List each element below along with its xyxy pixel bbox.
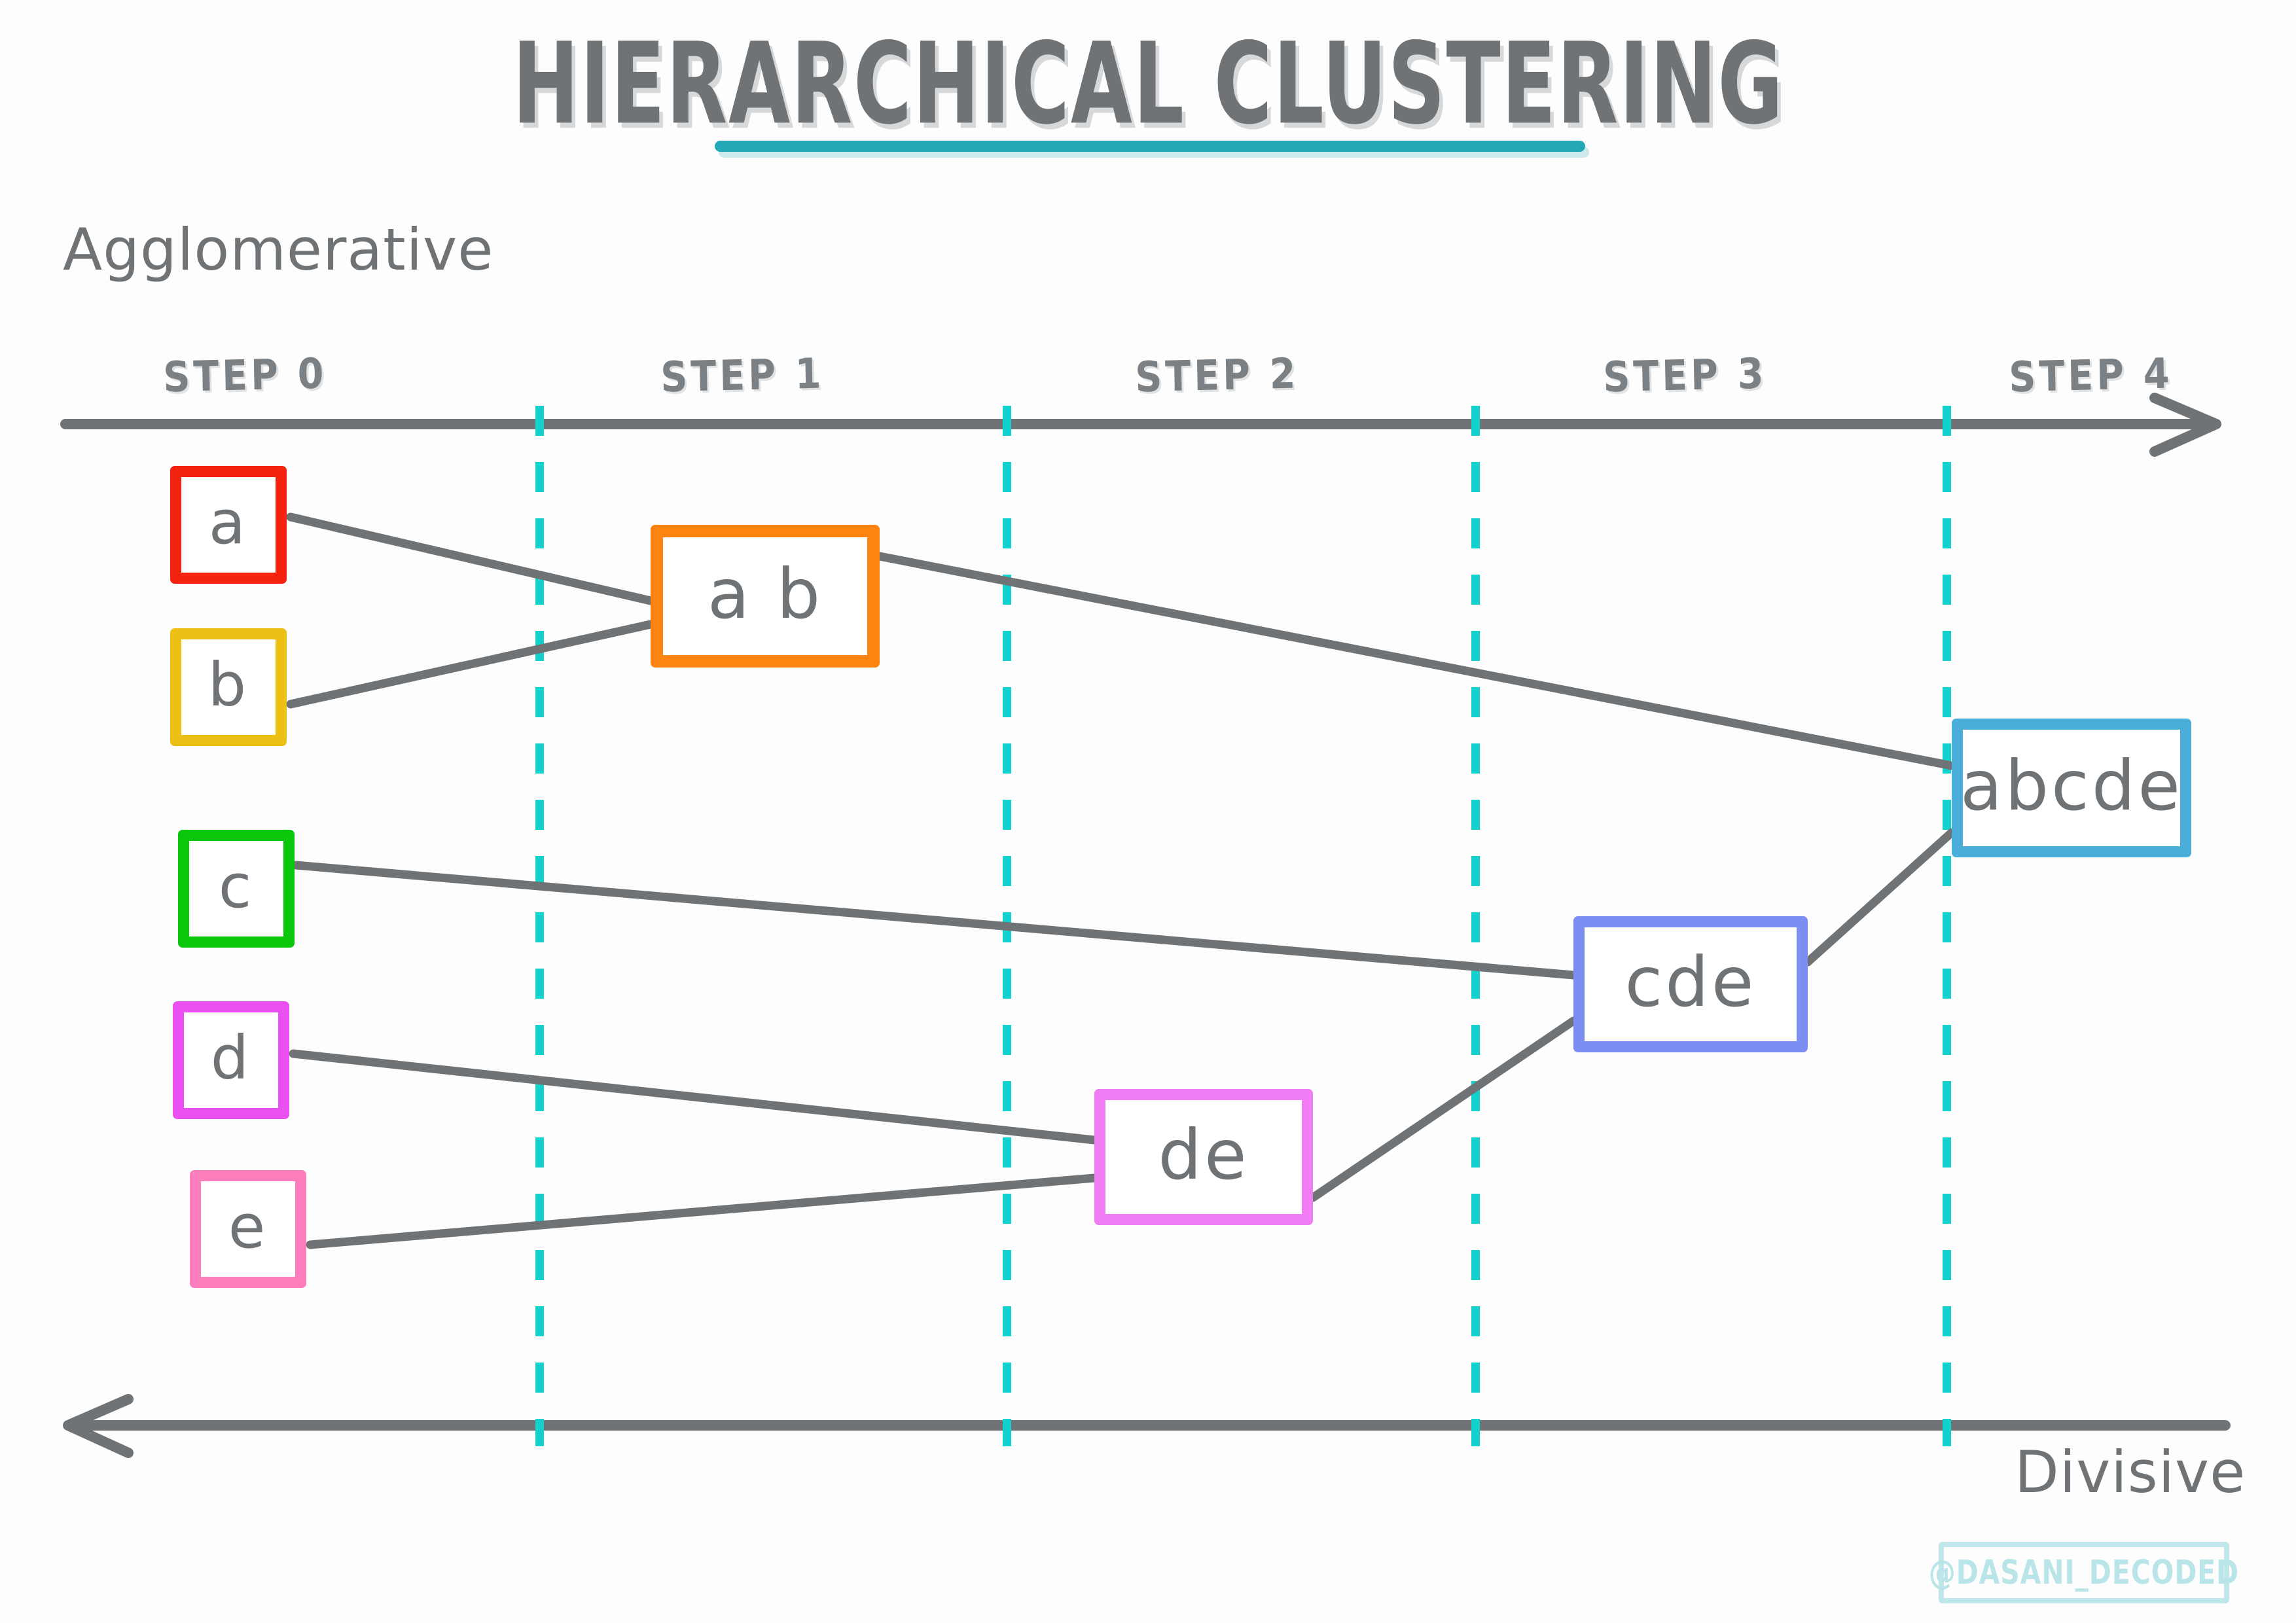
step-label-3: STEP 3 [1602,349,1768,402]
step-label-4: STEP 4 [2008,349,2174,402]
cluster-node-c[interactable]: c [178,830,295,948]
title-underline [715,141,1585,152]
step-divider-1 [535,406,544,1446]
step-divider-3 [1471,406,1480,1446]
cluster-link-e-de [306,1173,1099,1249]
step-label-2: STEP 2 [1134,349,1300,402]
cluster-node-d[interactable]: d [173,1001,289,1119]
cluster-node-e[interactable]: e [190,1170,306,1288]
cluster-node-b[interactable]: b [170,628,287,746]
page-title-wrapper: HIERARCHICAL CLUSTERING [0,18,2296,149]
cluster-node-label-abcde: abcde [1960,745,2183,826]
cluster-node-label-d: d [210,1023,252,1093]
cluster-link-a-ab [286,512,655,605]
cluster-node-label-ab: a b [707,554,823,634]
step-label-1: STEP 1 [660,349,825,402]
cluster-link-cde-abcde [1803,828,1956,967]
divisive-axis-arrow [63,1394,2231,1458]
cluster-node-label-c: c [218,851,255,921]
step-divider-2 [1003,406,1011,1446]
cluster-node-label-de: de [1158,1115,1249,1195]
cluster-node-label-b: b [207,650,249,720]
page-title: HIERARCHICAL CLUSTERING [512,18,1784,150]
divisive-label: Divisive [2015,1438,2246,1506]
cluster-link-ab-abcde [875,552,1956,770]
agglomerative-axis-arrow [60,393,2221,457]
cluster-node-label-a: a [208,488,249,558]
cluster-link-b-ab [286,620,655,709]
watermark-badge: @DASANI_DECODED [1929,1542,2238,1603]
agglomerative-label: Agglomerative [63,216,494,283]
cluster-node-label-e: e [228,1192,268,1262]
cluster-link-d-de [289,1049,1099,1145]
cluster-node-cde[interactable]: cde [1573,916,1808,1052]
cluster-node-ab[interactable]: a b [651,525,880,668]
cluster-link-c-cde [291,861,1578,980]
cluster-node-abcde[interactable]: abcde [1952,719,2191,857]
cluster-link-de-cde [1308,1016,1578,1202]
cluster-node-a[interactable]: a [170,466,287,584]
step-label-0: STEP 0 [162,349,328,402]
cluster-node-de[interactable]: de [1094,1089,1313,1225]
step-divider-4 [1943,406,1951,1446]
watermark-text: @DASANI_DECODED [1928,1553,2240,1592]
cluster-node-label-cde: cde [1624,942,1757,1022]
